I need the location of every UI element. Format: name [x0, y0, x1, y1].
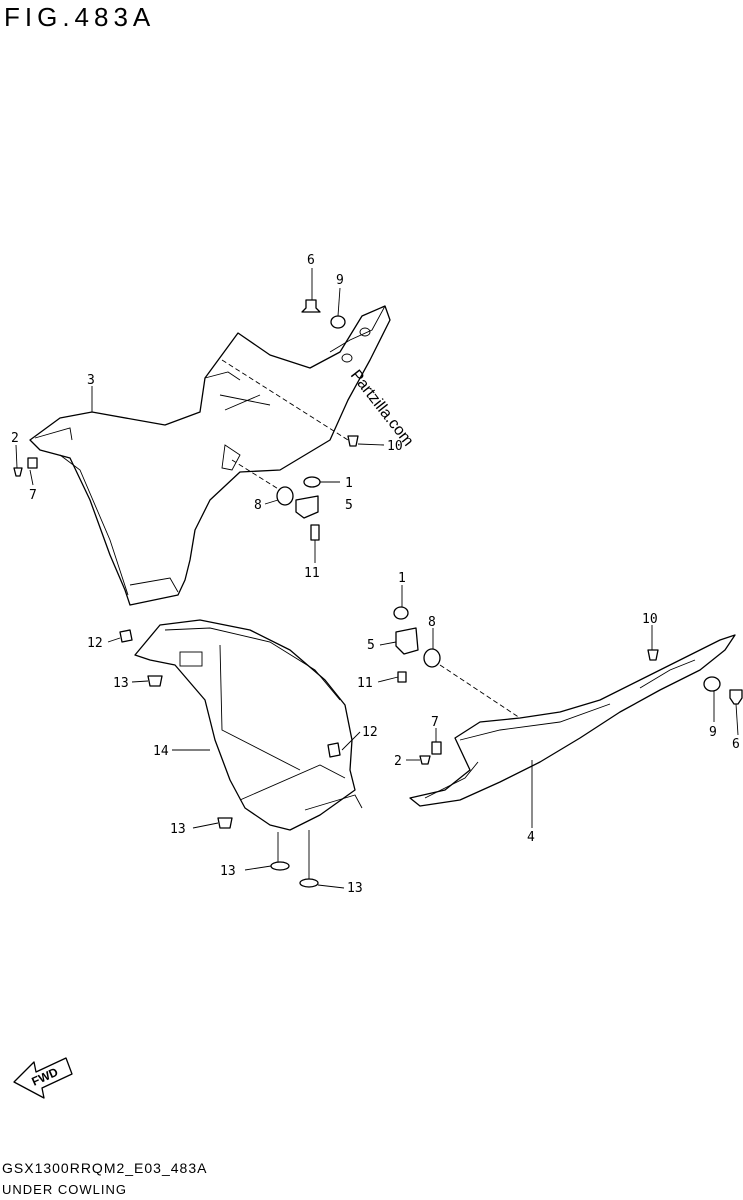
- callout-12-right[interactable]: 12: [362, 725, 378, 740]
- callout-10-lower[interactable]: 10: [642, 612, 658, 627]
- callout-6-upper[interactable]: 6: [307, 253, 315, 268]
- bolt-11-lower[interactable]: [397, 671, 407, 683]
- callout-6-lower[interactable]: 6: [732, 737, 740, 752]
- hardware-items: [13, 299, 743, 888]
- nut-9-lower[interactable]: [703, 676, 721, 692]
- screw-2-lower[interactable]: [419, 755, 431, 765]
- callout-9-lower[interactable]: 9: [709, 725, 717, 740]
- leader-lines: [15, 268, 739, 889]
- fastener-13-d[interactable]: [299, 878, 319, 888]
- part-under-cowling-upper[interactable]: [29, 305, 391, 606]
- clip-7-lower[interactable]: [431, 741, 442, 755]
- figure-title: FIG.483A: [4, 2, 156, 32]
- callout-7-upper[interactable]: 7: [29, 488, 37, 503]
- screw-6-lower[interactable]: [729, 689, 743, 705]
- bracket-5-upper[interactable]: [295, 495, 319, 519]
- callout-5-lower[interactable]: 5: [367, 638, 375, 653]
- callout-13-d[interactable]: 13: [347, 881, 363, 896]
- bracket-5-lower[interactable]: [395, 627, 419, 655]
- nut-9-upper[interactable]: [330, 315, 346, 329]
- figure-code: GSX1300RRQM2_E03_483A: [2, 1160, 208, 1176]
- fastener-13-c[interactable]: [270, 861, 290, 871]
- fastener-13-b[interactable]: [217, 817, 233, 829]
- callout-14[interactable]: 14: [153, 744, 169, 759]
- callout-10-upper[interactable]: 10: [387, 439, 403, 454]
- callout-2-upper[interactable]: 2: [11, 431, 19, 446]
- washer-1-upper[interactable]: [303, 476, 321, 488]
- callout-3[interactable]: 3: [87, 373, 95, 388]
- fastener-13-a[interactable]: [147, 675, 163, 687]
- callout-labels: 6 9 3 2 7 10 1 8 5 11 1 8 5 11 10 9 6 7 …: [11, 253, 740, 896]
- callout-13-b[interactable]: 13: [170, 822, 186, 837]
- callout-5-upper[interactable]: 5: [345, 498, 353, 513]
- callout-1-lower[interactable]: 1: [398, 571, 406, 586]
- clip-10-upper[interactable]: [347, 435, 359, 447]
- figure-name: UNDER COWLING: [2, 1182, 127, 1197]
- callout-7-lower[interactable]: 7: [431, 715, 439, 730]
- callout-12-left[interactable]: 12: [87, 636, 103, 651]
- callout-8-lower[interactable]: 8: [428, 615, 436, 630]
- callout-13-a[interactable]: 13: [113, 676, 129, 691]
- callout-8-upper[interactable]: 8: [254, 498, 262, 513]
- clip-7-upper[interactable]: [27, 457, 38, 469]
- clip-10-lower[interactable]: [647, 649, 659, 661]
- callout-2-lower[interactable]: 2: [394, 754, 402, 769]
- clip-12-right[interactable]: [327, 742, 341, 758]
- callout-11-lower[interactable]: 11: [357, 676, 373, 691]
- screw-6-upper[interactable]: [301, 299, 321, 313]
- grommet-8-lower[interactable]: [423, 648, 441, 668]
- part-under-cowling-lower[interactable]: [409, 634, 736, 807]
- callout-13-c[interactable]: 13: [220, 864, 236, 879]
- part-inner-cowling[interactable]: [134, 619, 363, 831]
- callout-11-upper[interactable]: 11: [304, 566, 320, 581]
- bolt-11-upper[interactable]: [310, 524, 320, 541]
- screw-2-upper[interactable]: [13, 467, 23, 477]
- fwd-arrow: FWD: [13, 1057, 73, 1099]
- clip-12-left[interactable]: [119, 629, 133, 643]
- grommet-8-upper[interactable]: [276, 486, 294, 506]
- callout-1-upper[interactable]: 1: [345, 476, 353, 491]
- washer-1-lower[interactable]: [393, 606, 409, 620]
- callout-9-upper[interactable]: 9: [336, 273, 344, 288]
- callout-4[interactable]: 4: [527, 830, 535, 845]
